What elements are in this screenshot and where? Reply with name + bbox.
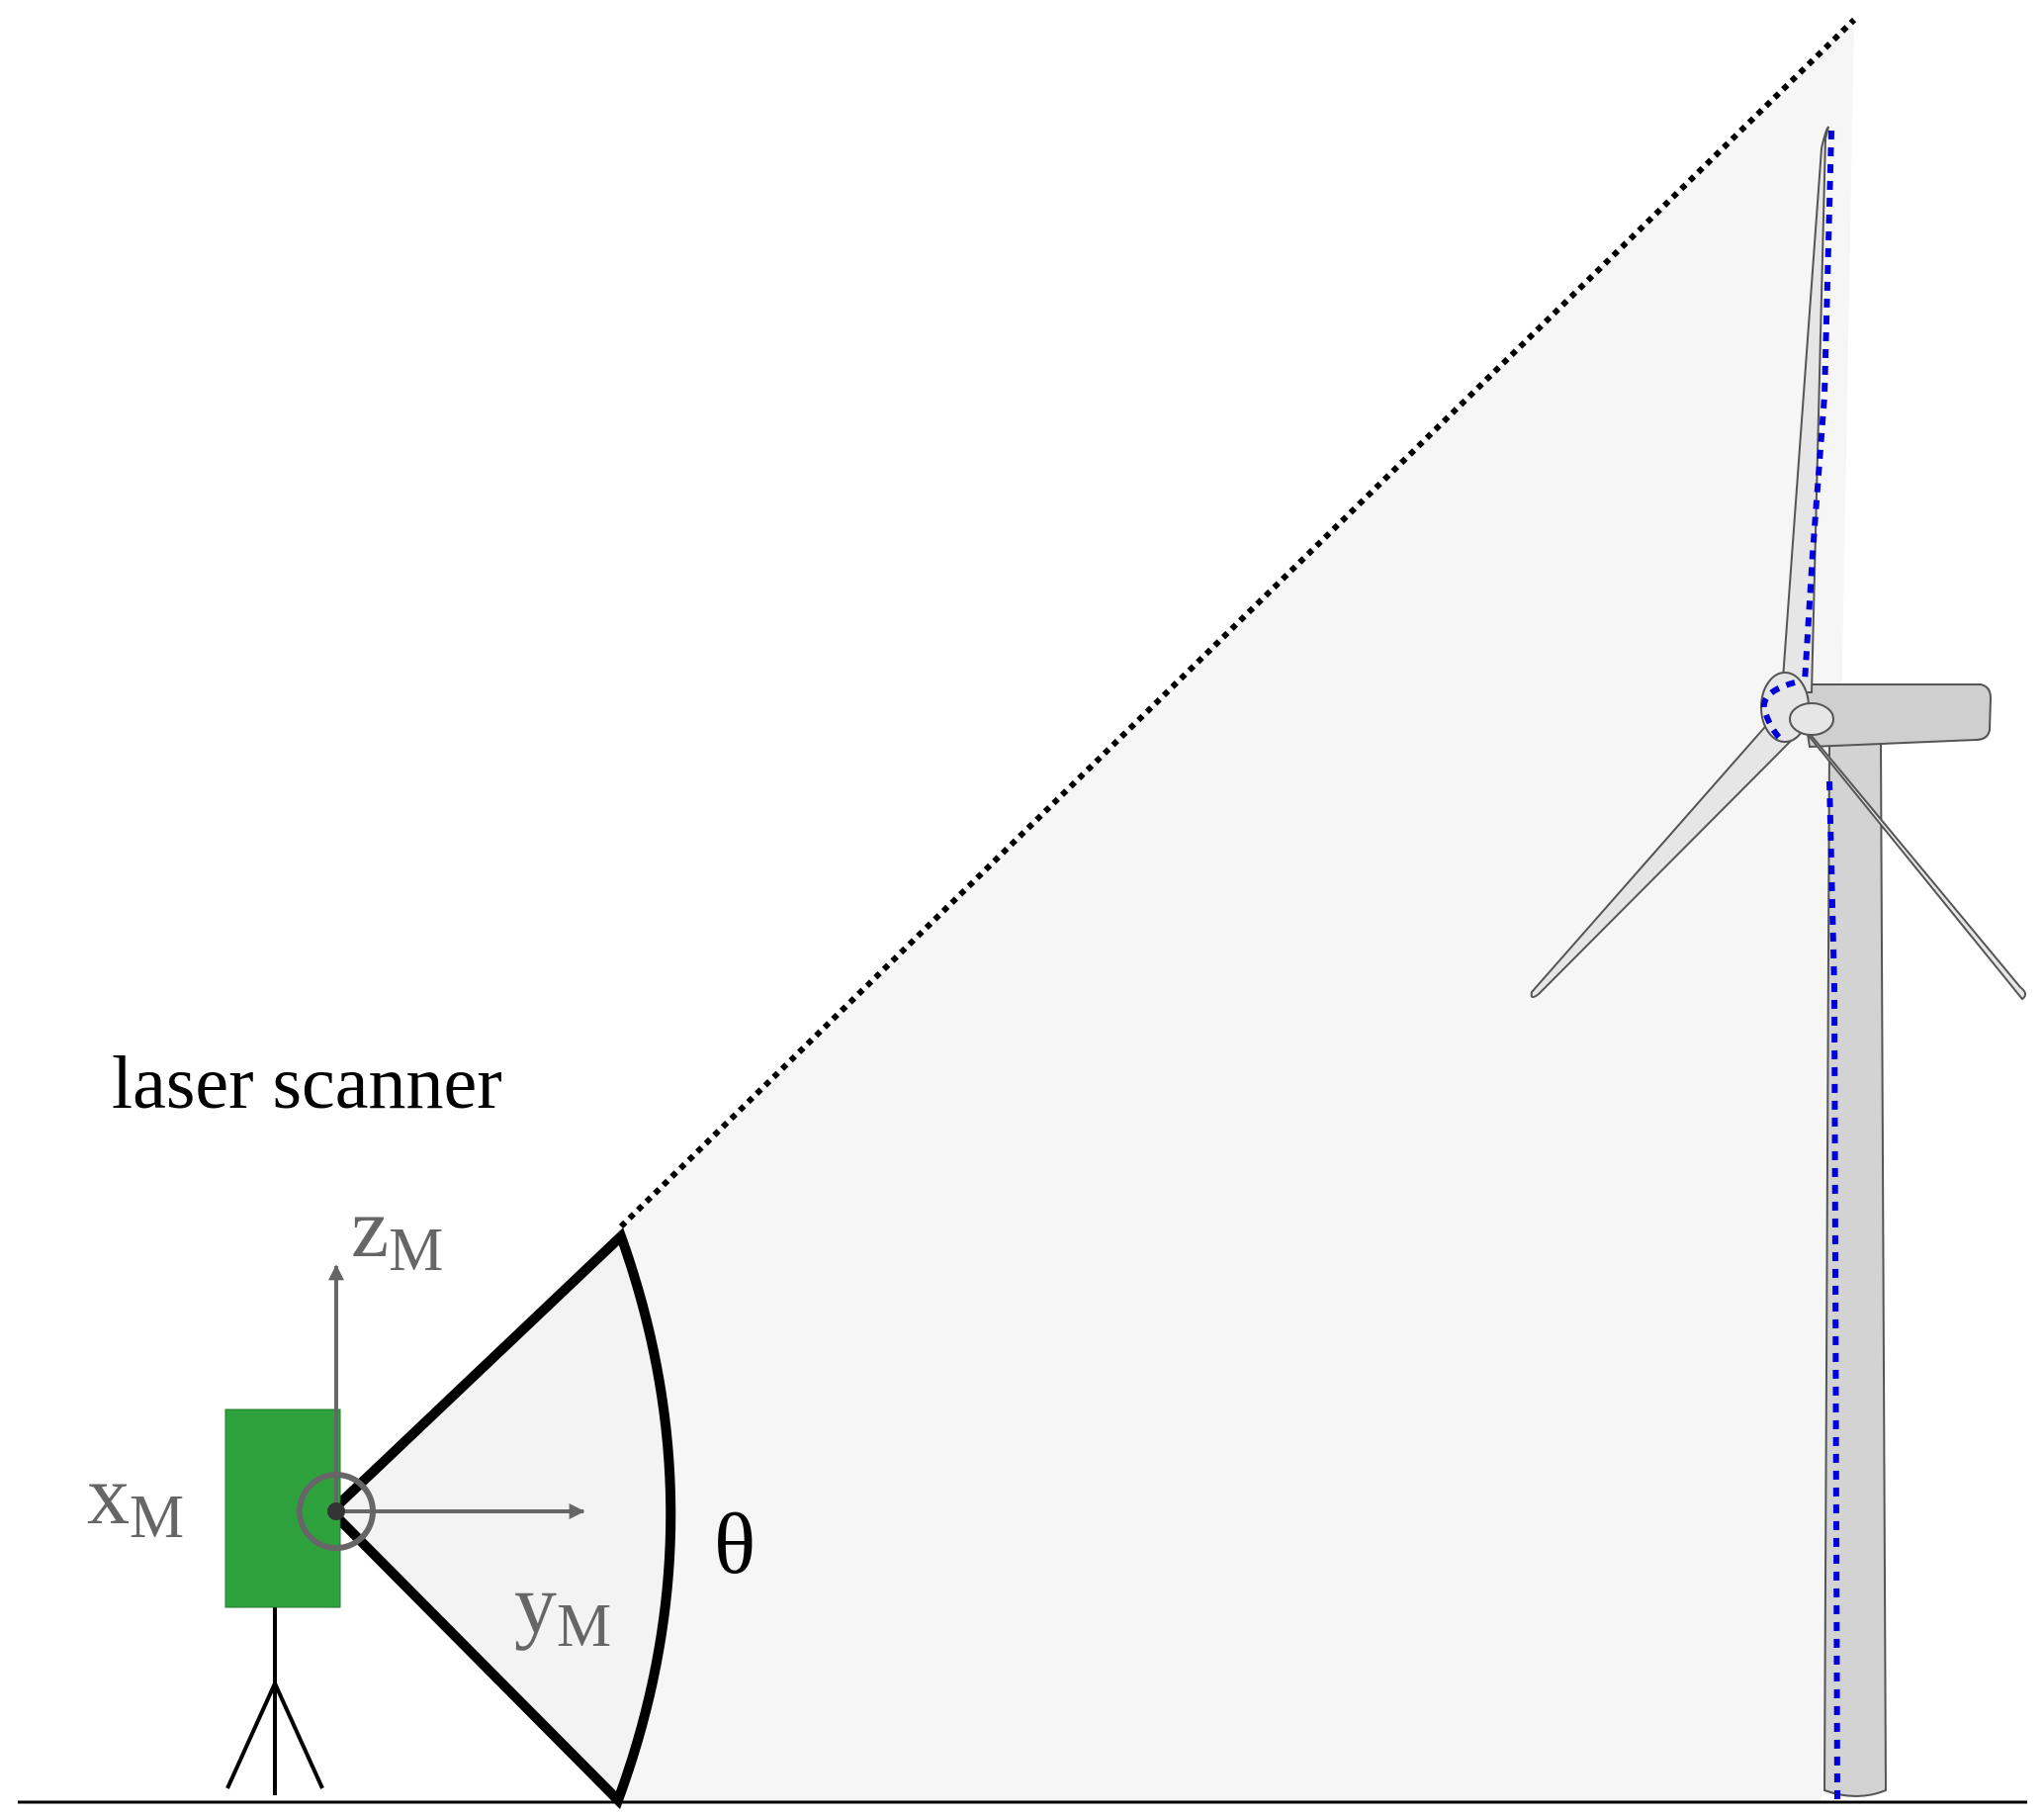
z-axis-label: zM: [351, 1180, 443, 1284]
scanner-body: [224, 1408, 341, 1608]
scanner-label: laser scanner: [112, 1042, 502, 1125]
coordinate-axes: [297, 1264, 585, 1551]
scan-boundary-line: [618, 17, 1857, 1229]
turbine-blade-left: [1530, 710, 1800, 998]
turbine-blade-up: [1780, 126, 1829, 693]
measured-profile-line: [1760, 130, 1840, 1803]
wind-turbine: [1530, 126, 2026, 1803]
x-axis-symbol: [297, 1472, 376, 1551]
scan-field: [331, 20, 1854, 1802]
turbine-tower: [1822, 741, 1888, 1797]
turbine-nacelle: [1798, 683, 1993, 749]
x-axis-dot: [327, 1502, 345, 1520]
angle-label: θ: [714, 1497, 755, 1592]
turbine-blade-right: [1791, 711, 2026, 1001]
x-axis-label: xM: [87, 1447, 184, 1551]
turbine-hub-cap: [1789, 702, 1834, 736]
y-axis-label: yM: [514, 1556, 611, 1660]
scan-sector: [323, 1227, 676, 1810]
tripod: [225, 1607, 324, 1795]
